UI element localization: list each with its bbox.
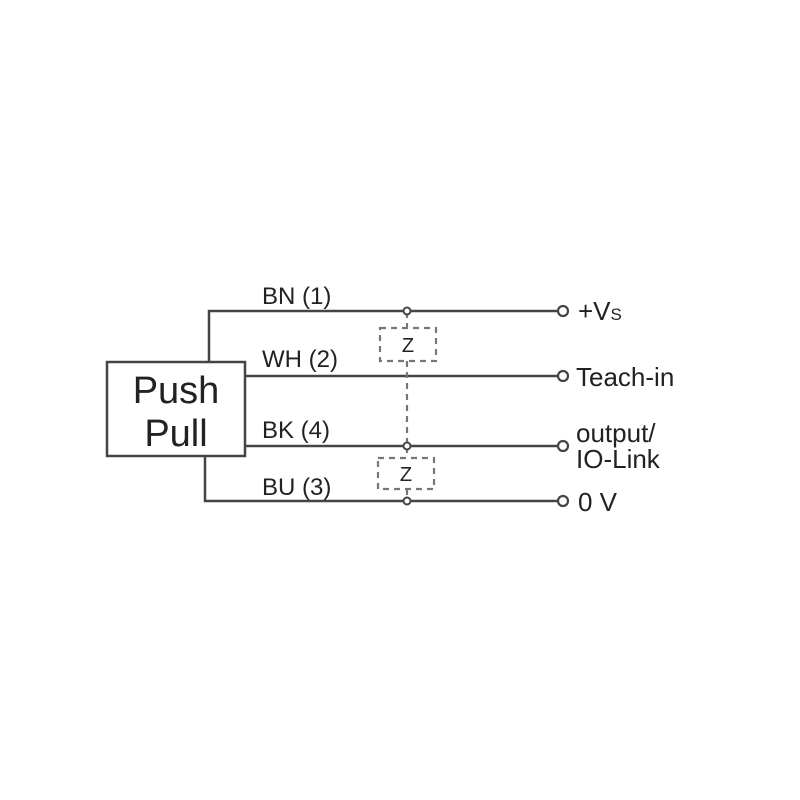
terminal-bn: [556, 304, 570, 318]
load-symbol-lower: Z: [400, 464, 412, 486]
terminal-bu: [556, 494, 570, 508]
wire-bn: [207, 309, 562, 362]
junction-node-bn: [402, 306, 412, 316]
junction-node-bk: [402, 441, 412, 451]
wire-label-bn: BN (1): [262, 283, 331, 310]
terminal-label-teach-in: Teach-in: [576, 362, 674, 392]
sensor-box: [105, 360, 247, 458]
terminal-wh: [556, 369, 570, 383]
terminal-label-output: output/: [576, 418, 656, 448]
wire-label-bk: BK (4): [262, 417, 330, 444]
wire-label-wh: WH (2): [262, 346, 338, 373]
wire-label-bu: BU (3): [262, 474, 331, 501]
wire-bu: [203, 456, 562, 503]
terminal-bk: [556, 439, 570, 453]
terminal-label-io-link: IO-Link: [576, 444, 661, 474]
terminal-label-vs: +VS: [578, 296, 622, 326]
sensor-label-push: Push: [133, 370, 220, 412]
junction-node-bu: [402, 496, 412, 506]
load-symbol-upper: Z: [402, 335, 414, 357]
sensor-label-pull: Pull: [144, 413, 207, 455]
terminal-label-0v: 0 V: [578, 487, 618, 517]
load-box-lower: [376, 456, 436, 491]
load-box-upper: [378, 326, 438, 363]
